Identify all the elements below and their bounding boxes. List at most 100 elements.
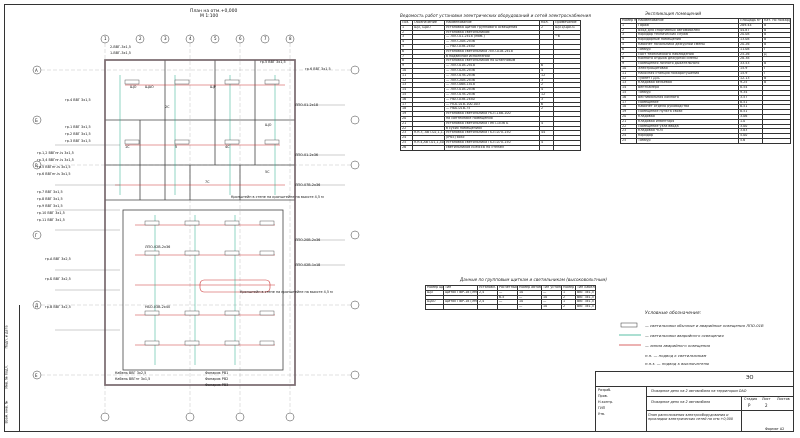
panel-label: ЩО — [265, 123, 272, 127]
roles-column: Разраб. Пров. Н.контр. ГИП Утв. — [596, 386, 647, 432]
stamp-head: Стадия — [744, 397, 758, 401]
table-cell: 2 — [561, 304, 576, 310]
role-label: ГИП — [598, 406, 606, 410]
col-header: Номер щитка — [425, 285, 444, 291]
strip-label: Инв. № подл. — [4, 365, 9, 389]
panel-table-title: Данные по групповым щиткам и светильника… — [460, 277, 608, 282]
cable-label: 1-ВВГ-3х1,5 — [110, 51, 131, 55]
axis-label: 8 — [289, 36, 292, 41]
col-header: Тип установки — [541, 285, 562, 291]
role-label: Разраб. — [598, 388, 612, 392]
group-label: гр.11 ВВГ 3х1,5 — [37, 218, 65, 222]
legend-item: — светильники аварийного освещения — [645, 333, 724, 338]
axis-label: Г — [35, 233, 38, 238]
spec-table-title: Ведомость работ установки электрических … — [400, 13, 591, 18]
table-cell: 26 — [400, 144, 413, 151]
table-cell: 5.6 — [738, 137, 763, 144]
group-label: гр.10 ВВГ 3х1,5 — [37, 211, 65, 215]
col-header: Расчетный ток, А — [497, 285, 518, 291]
col-header: Номер группы — [561, 285, 576, 291]
fixture-label: ЛПО-07В-2х36 — [295, 183, 321, 187]
table-cell: щиток ПВР-18 (ЭМ-модульный) — [443, 299, 478, 306]
role-label: Пров. — [598, 394, 608, 398]
table-cell: 10 — [541, 304, 562, 310]
table-cell: щиток ПВР-18 (ЭМ-модульный) — [443, 289, 478, 296]
fixture-label: ЛПО-01-2х18 — [295, 103, 319, 107]
stamp-drawing-title: План расположения электрооборудования и … — [648, 413, 734, 421]
group-label: гр.1,2 ВВГнг-ls 3х1,5 — [37, 151, 74, 155]
lamp-label: Фонарик РВ2 — [205, 377, 229, 381]
room-label: 7С — [205, 180, 210, 184]
axis-label: 5 — [214, 36, 217, 41]
col-header: Площадь м² — [738, 18, 763, 24]
lamp-label: Фонарик РВ3 — [205, 383, 229, 387]
strip-label: Подп. и дата — [4, 325, 9, 349]
axis-label: 3 — [164, 36, 167, 41]
table-cell — [477, 304, 498, 310]
group-label: гр.1 ВВГ 3х1,5 — [65, 125, 91, 129]
stamp-stage: Р — [748, 403, 751, 408]
spec-row: 25п.п.4,АВТ-01,1,4094Установка светильни… — [400, 139, 581, 146]
legend-item: — линия аварийного освещения — [645, 343, 711, 348]
table-cell: 25 — [620, 137, 637, 144]
table-cell — [443, 304, 478, 310]
table-cell: ВВГ 3х1,5 — [575, 289, 596, 296]
table-cell — [425, 304, 444, 310]
table-cell: Тамбур — [636, 137, 739, 144]
axis-label: 1 — [104, 36, 107, 41]
title-block: Разраб. Пров. Н.контр. ГИП Утв. ЭО Пожар… — [595, 371, 794, 432]
axis-label: В — [35, 163, 38, 168]
cable-label: 2-ВВГ-3х1,5 — [110, 45, 131, 49]
legend-item: п.п.з. — подвод к выключателю — [645, 361, 710, 366]
axis-label: Д — [35, 303, 39, 308]
table-cell — [412, 144, 445, 151]
group-label: гр.2 ВВГ 3х1,5 — [65, 132, 91, 136]
role-label: Н.контр. — [598, 400, 614, 404]
plan-title: План на отм.+0,000 — [190, 9, 238, 14]
table-cell: п.п.4,АВТ-01,1,4094 — [412, 139, 445, 146]
col-header: Номер пом. — [620, 18, 637, 24]
spec-row: 26 светильников ИЗМЕЕВ по стенам — [400, 144, 581, 151]
group-label: гр.А ВВГ 3х2,5 — [45, 257, 71, 261]
panel-table: Номер щитка Тип Установл. мощность, кВт … — [425, 285, 596, 310]
table-cell — [539, 144, 554, 151]
floor-plan — [32, 34, 360, 422]
group-label: гр.Б ВВГ 3х2,5 — [45, 277, 71, 281]
table-cell: п.п.3, АВТ-02,1,1.7594 — [412, 130, 445, 137]
table-cell: светильников ИЗМЕЕВ по стенам — [444, 144, 540, 151]
panel-label: ЩО — [130, 85, 137, 89]
legend-item: п.н. — подвод к светильникам — [645, 353, 707, 358]
table-cell: ВВГ 3х1,5 — [575, 299, 596, 306]
cable-label: Кабель ВВГ 3х2,5 — [115, 371, 147, 375]
stamp-head: Листов — [777, 397, 790, 401]
panel-label: ЩР — [210, 85, 216, 89]
stamp-head: Лист — [762, 397, 771, 401]
room-label: 5 — [175, 145, 178, 149]
axis-label: Б — [35, 118, 38, 123]
group-label: гр.5 ВВГнг-ls 3х1,5 — [37, 165, 71, 169]
drawing-sheet: Подп. и дата Инв. № подл. Взам. инв. № П… — [4, 4, 794, 432]
panel-label: ЩАО — [145, 85, 154, 89]
axis-label: А — [35, 68, 38, 73]
lamp-label: Фонарик РВ1 — [205, 371, 229, 375]
sheet-format: Формат А2 — [765, 427, 785, 431]
group-label: гр.5 ВВГ 3х1,5 — [260, 60, 286, 64]
col-header: Примечание — [553, 20, 581, 26]
table-cell: ВВГ 3х1,5 — [575, 304, 596, 310]
table-cell: — — [517, 304, 542, 310]
cable-label: Кабель ВВГнг 3х1,5 — [115, 377, 151, 381]
legend-item: — светильники обычные и аварийные освеще… — [645, 323, 764, 328]
room-label: 1С — [125, 145, 130, 149]
group-label: гр.6 ВВГнг-ls 3х1,5 — [37, 172, 71, 176]
table-cell — [553, 144, 581, 151]
col-header: Номер автоматического выключателя — [517, 285, 542, 291]
bracket-note: Кронштейн в стене на кронштейне на высот… — [240, 290, 333, 294]
room-label: 2С — [165, 105, 170, 109]
plan-scale: М 1:100 — [200, 14, 219, 19]
